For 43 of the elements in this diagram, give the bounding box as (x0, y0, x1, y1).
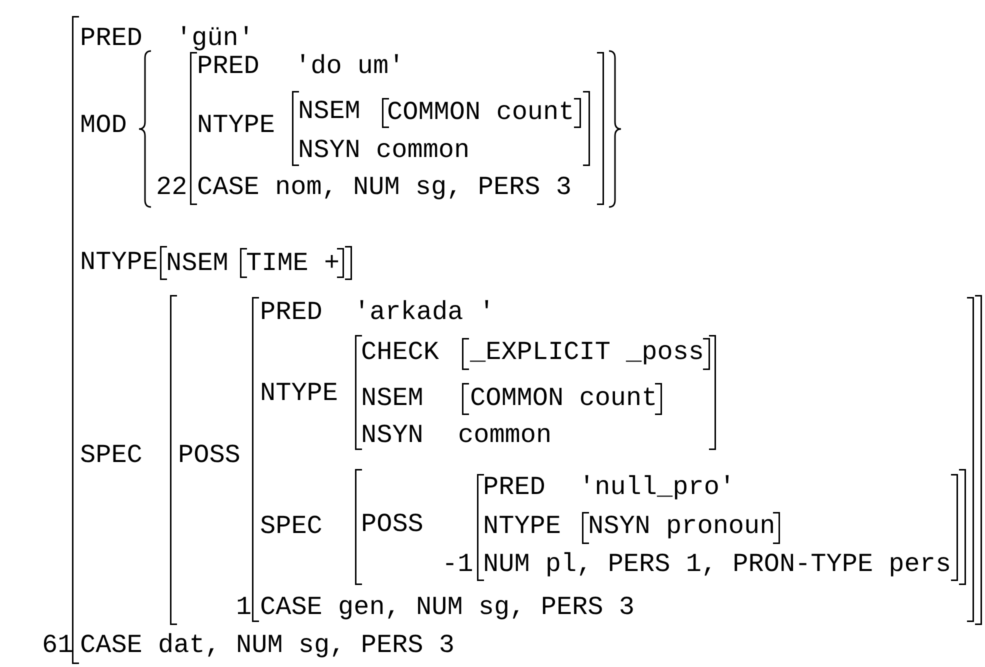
feature-text: 'arkada ' (354, 297, 494, 327)
feature-text: MOD (80, 110, 127, 140)
feature-text: NSYN (361, 420, 424, 450)
feature-text: 'gün' (176, 23, 254, 53)
feature-text: PRED (483, 472, 546, 502)
feature-text: CHECK (361, 337, 440, 367)
feature-text: TIME + (246, 248, 340, 278)
feature-text: COMMON count (387, 97, 574, 127)
feature-text: SPEC (80, 440, 142, 470)
feature-text: NTYPE (197, 110, 276, 140)
feature-text: NTYPE (483, 511, 562, 541)
feature-text: NSYN common (298, 135, 470, 165)
feature-text: NSYN pronoun (588, 511, 776, 541)
feature-text: NSEM (166, 248, 228, 278)
attribute-matrix (160, 246, 352, 280)
index-number: 61 (42, 630, 74, 660)
feature-text: common (458, 420, 552, 450)
feature-text: 'do um' (295, 51, 404, 81)
feature-text: NTYPE (80, 247, 158, 277)
feature-text: CASE gen, NUM sg, PERS 3 (260, 592, 634, 622)
feature-text: PRED (197, 51, 260, 81)
attribute-matrix (462, 338, 710, 370)
feature-text: NSEM (298, 96, 360, 126)
feature-text: NSEM (361, 383, 424, 413)
attribute-matrix (292, 91, 590, 166)
index-number: 22 (156, 172, 188, 202)
feature-text: POSS (178, 440, 240, 470)
feature-text: PRED (80, 23, 142, 53)
feature-text: COMMON count (470, 383, 658, 413)
feature-text: CASE dat, NUM sg, PERS 3 (80, 630, 454, 660)
attribute-matrix (355, 335, 716, 450)
feature-text: NTYPE (260, 378, 338, 408)
feature-text: SPEC (260, 511, 322, 541)
feature-text: CASE nom, NUM sg, PERS 3 (197, 172, 572, 202)
feature-text: POSS (361, 509, 424, 539)
attribute-matrix (582, 512, 780, 544)
feature-text: 'null_pro' (579, 472, 736, 502)
feature-text: NUM pl, PERS 1, PRON-TYPE pers (483, 549, 952, 579)
index-number: 1 (236, 592, 252, 622)
index-number: -1 (442, 549, 474, 579)
feature-text: PRED (260, 297, 322, 327)
feature-text: _EXPLICIT _poss (470, 337, 704, 367)
attribute-matrix (355, 469, 966, 585)
